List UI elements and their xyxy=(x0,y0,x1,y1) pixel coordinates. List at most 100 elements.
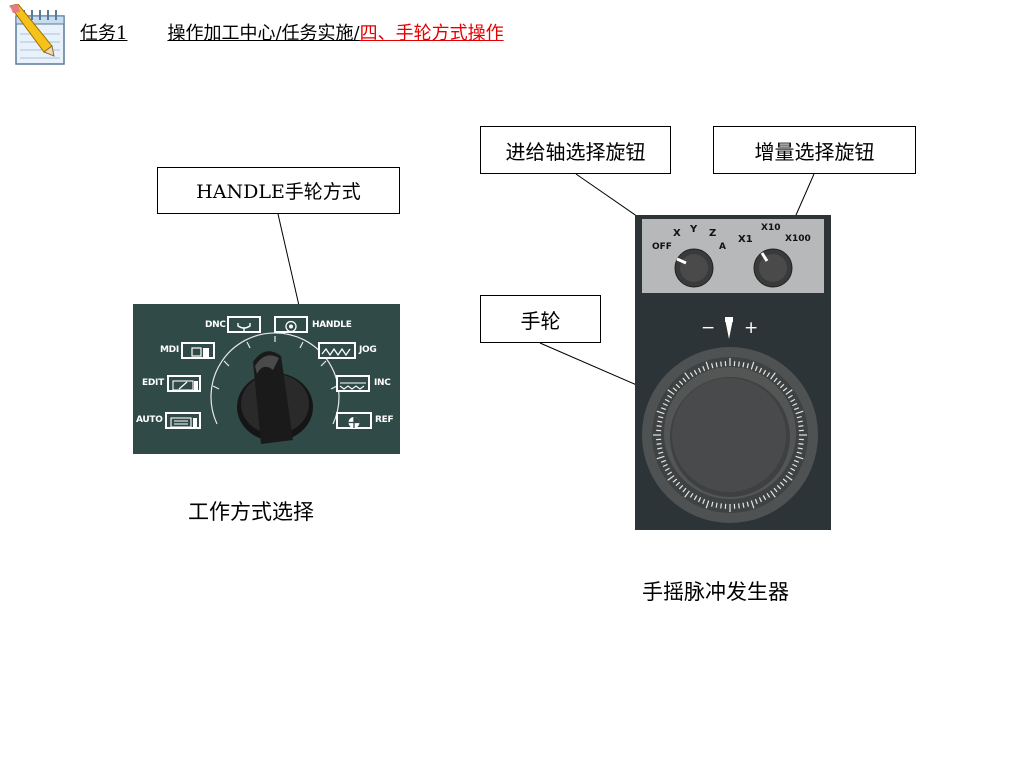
breadcrumb-section[interactable]: 操作加工中心/任务实施/ xyxy=(167,23,360,44)
handwheel-tick xyxy=(656,455,665,460)
handwheel-tick xyxy=(693,495,698,501)
handwheel-tick xyxy=(795,410,804,415)
handwheel-tick xyxy=(702,365,706,372)
handwheel-tick xyxy=(667,471,673,476)
handwheel-tick xyxy=(762,495,767,501)
handwheel-tick xyxy=(787,471,793,476)
breadcrumb-current[interactable]: 四、手轮方式操作 xyxy=(359,23,504,44)
breadcrumb: 任务1 操作加工中心/任务实施/四、手轮方式操作 xyxy=(80,22,504,46)
mode-knob[interactable] xyxy=(237,351,313,444)
mode-label-auto: AUTO xyxy=(136,415,163,425)
mode-label-jog: JOG xyxy=(359,345,377,355)
handwheel-tick xyxy=(684,490,690,498)
handwheel-tick xyxy=(672,387,678,392)
handwheel-tick xyxy=(711,501,714,507)
handwheel-tick xyxy=(776,380,782,386)
mode-label-ref: REF xyxy=(375,415,394,425)
handwheel-tick xyxy=(770,490,776,498)
breadcrumb-task[interactable]: 任务1 xyxy=(80,23,128,44)
handwheel-tick xyxy=(796,416,802,419)
handwheel-tick xyxy=(705,500,710,509)
auto-icon xyxy=(165,412,201,429)
handwheel-tick xyxy=(787,394,793,399)
handwheel-tick xyxy=(697,497,702,503)
handwheel-tick xyxy=(790,467,796,472)
handwheel-tick xyxy=(750,500,755,509)
handwheel-tick xyxy=(770,372,776,380)
handwheel-tick xyxy=(705,361,710,370)
handwheel-tick xyxy=(715,362,718,368)
callout-axis-knob: 进给轴选择旋钮 xyxy=(480,126,671,174)
inc-icon xyxy=(336,375,370,392)
memory-icon xyxy=(181,342,215,359)
handwheel-tick xyxy=(711,363,714,369)
increment-label-x100: X100 xyxy=(785,234,811,244)
handwheel-tick xyxy=(754,498,758,505)
handwheel-tick xyxy=(758,497,763,503)
handwheel-tick xyxy=(667,389,675,395)
mode-selector-panel: DNC HANDLE MDI JOG EDIT INC AUTO REF xyxy=(133,304,400,454)
handwheel-tick xyxy=(664,398,670,403)
handwheel-tick xyxy=(682,377,687,383)
mode-label-mdi: MDI xyxy=(160,345,179,355)
mpg-graphic xyxy=(642,248,818,523)
handwheel-tick xyxy=(742,362,745,368)
increment-label-x1: X1 xyxy=(738,234,753,245)
handwheel-tick xyxy=(779,383,785,389)
handwheel-tick xyxy=(782,387,788,392)
callout-handle-mode: HANDLE手轮方式 xyxy=(157,167,400,214)
handwheel-tick xyxy=(738,503,740,509)
handwheel[interactable] xyxy=(642,347,818,523)
handwheel-tick xyxy=(658,451,664,454)
handwheel-tick xyxy=(790,398,796,403)
mode-dial-graphic xyxy=(210,332,340,444)
pencil-icon xyxy=(9,4,55,57)
mpg-panel: OFF X Y Z A X1 X10 X100 − + xyxy=(635,215,831,530)
handwheel-tick xyxy=(795,455,804,460)
handwheel-tick xyxy=(662,402,668,407)
axis-label-z: Z xyxy=(709,228,717,239)
handwheel-icon xyxy=(274,316,308,333)
caption-mode-select: 工作方式选择 xyxy=(188,500,314,524)
handwheel-tick xyxy=(793,459,800,463)
handwheel-tick xyxy=(742,502,745,508)
notepad-icon xyxy=(9,4,65,65)
handwheel-tick xyxy=(693,369,698,375)
handwheel-tick xyxy=(658,416,664,419)
antenna-icon xyxy=(227,316,261,333)
handwheel-tick xyxy=(720,361,722,367)
handwheel-tick xyxy=(684,372,690,380)
mode-label-inc: INC xyxy=(374,378,391,388)
handwheel-tick xyxy=(667,394,673,399)
minus-label: − xyxy=(701,318,716,338)
handwheel-tick xyxy=(797,420,803,423)
handwheel-tick xyxy=(689,492,694,498)
mode-label-dnc: DNC xyxy=(205,320,226,330)
handwheel-tick xyxy=(657,420,663,423)
handwheel-tick xyxy=(766,492,771,498)
handwheel-tick xyxy=(738,361,740,367)
handwheel-tick xyxy=(660,407,667,411)
plus-label: + xyxy=(744,318,759,338)
handwheel-tick xyxy=(682,487,687,493)
axis-label-off: OFF xyxy=(652,242,672,252)
axis-label-a: A xyxy=(719,242,726,252)
handwheel-tick xyxy=(785,475,793,481)
handwheel-tick xyxy=(656,410,665,415)
handwheel-tick xyxy=(792,402,798,407)
handwheel-tick xyxy=(672,478,678,483)
handwheel-tick xyxy=(785,389,793,395)
handwheel-tick xyxy=(667,475,675,481)
edit-icon xyxy=(167,375,201,392)
handwheel-tick xyxy=(793,407,800,411)
handwheel-tick xyxy=(782,478,788,483)
handwheel-tick xyxy=(773,487,778,493)
reference-icon xyxy=(336,412,372,429)
axis-label-x: X xyxy=(673,228,681,239)
handwheel-tick xyxy=(798,443,804,445)
handwheel-tick xyxy=(720,503,722,509)
handwheel-tick xyxy=(746,501,749,507)
handwheel-tick xyxy=(750,361,755,370)
handwheel-tick xyxy=(657,447,663,450)
handwheel-tick xyxy=(773,377,778,383)
